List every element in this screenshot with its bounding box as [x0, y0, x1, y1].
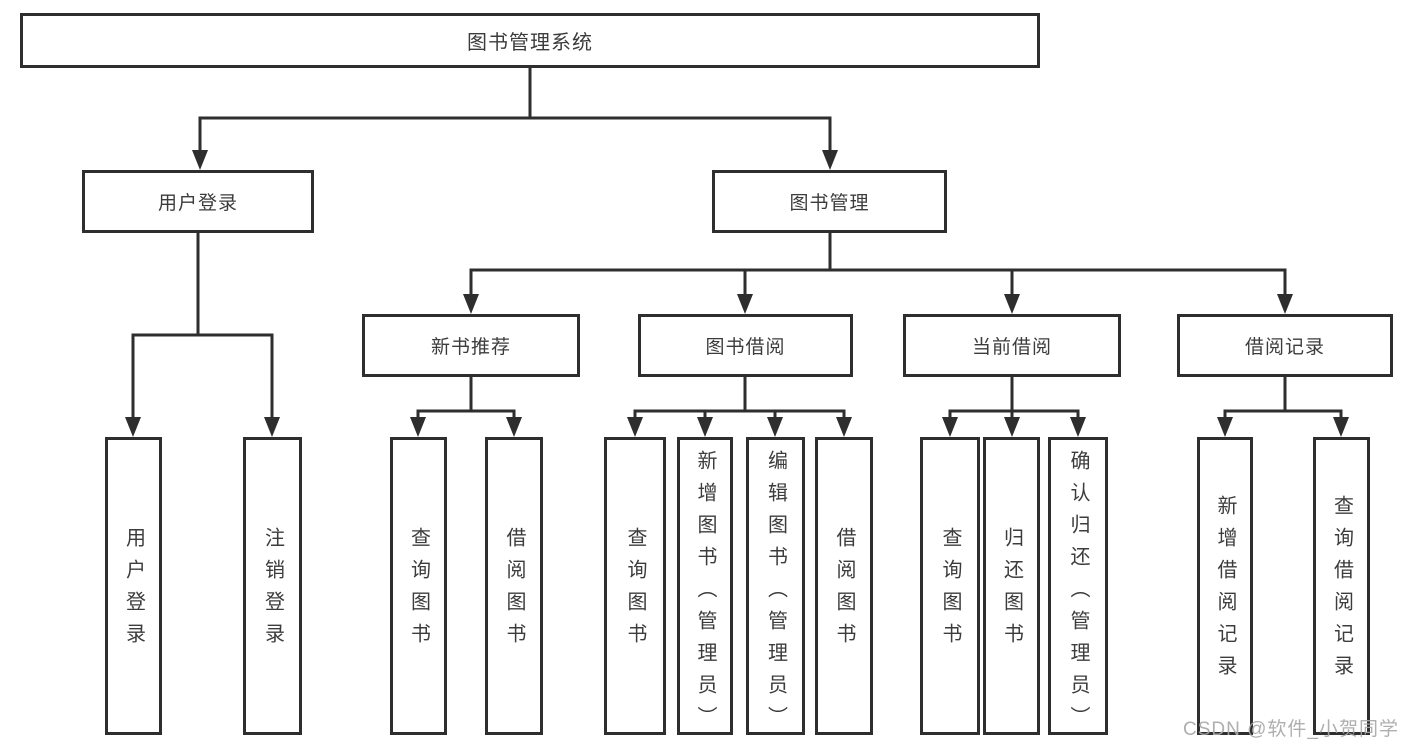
arrowhead-icon: [822, 150, 838, 170]
node-library-management-system: 图书管理系统: [20, 13, 1040, 68]
node-new-book-recommend: 新书推荐: [362, 314, 580, 377]
arrowhead-icon: [1004, 417, 1020, 437]
node-leaf-borrow-books: 借阅图书: [815, 437, 873, 735]
arrowhead-icon: [1217, 417, 1233, 437]
node-current-borrowing: 当前借阅: [903, 314, 1121, 377]
node-leaf-logout: 注销登录: [243, 437, 302, 735]
node-book-borrowing: 图书借阅: [638, 314, 853, 377]
node-leaf-query-borrow-record: 查询借阅记录: [1313, 437, 1370, 735]
arrowhead-icon: [264, 417, 280, 437]
arrowhead-icon: [463, 294, 479, 314]
node-book-management-branch: 图书管理: [712, 170, 947, 233]
arrowhead-icon: [410, 417, 426, 437]
node-leaf-add-book-admin: 新增图书（管理员）: [677, 437, 733, 738]
node-leaf-user-login: 用户登录: [105, 437, 162, 735]
node-leaf-confirm-return-admin: 确认归还（管理员）: [1048, 437, 1108, 738]
node-borrowing-records: 借阅记录: [1177, 314, 1393, 377]
node-user-login-branch: 用户登录: [82, 170, 314, 233]
arrowhead-icon: [697, 417, 713, 437]
node-leaf-borrow-books-recommend: 借阅图书: [485, 437, 543, 735]
arrowhead-icon: [942, 417, 958, 437]
arrowhead-icon: [627, 417, 643, 437]
arrowhead-icon: [836, 417, 852, 437]
arrowhead-icon: [1004, 294, 1020, 314]
node-leaf-query-books-borrowing: 查询图书: [604, 437, 666, 735]
csdn-watermark: CSDN @软件_小贺同学: [1183, 719, 1399, 740]
arrowhead-icon: [125, 417, 141, 437]
arrowhead-icon: [767, 417, 783, 437]
node-leaf-query-books-current: 查询图书: [920, 437, 980, 735]
node-leaf-edit-book-admin: 编辑图书（管理员）: [746, 437, 805, 738]
node-leaf-query-books-recommend: 查询图书: [390, 437, 447, 735]
arrowhead-icon: [506, 417, 522, 437]
arrowhead-icon: [1070, 417, 1086, 437]
arrowhead-icon: [192, 150, 208, 170]
node-leaf-return-book: 归还图书: [983, 437, 1040, 735]
arrowhead-icon: [1333, 417, 1349, 437]
arrowhead-icon: [1277, 294, 1293, 314]
node-leaf-add-borrow-record: 新增借阅记录: [1197, 437, 1253, 735]
arrowhead-icon: [737, 294, 753, 314]
